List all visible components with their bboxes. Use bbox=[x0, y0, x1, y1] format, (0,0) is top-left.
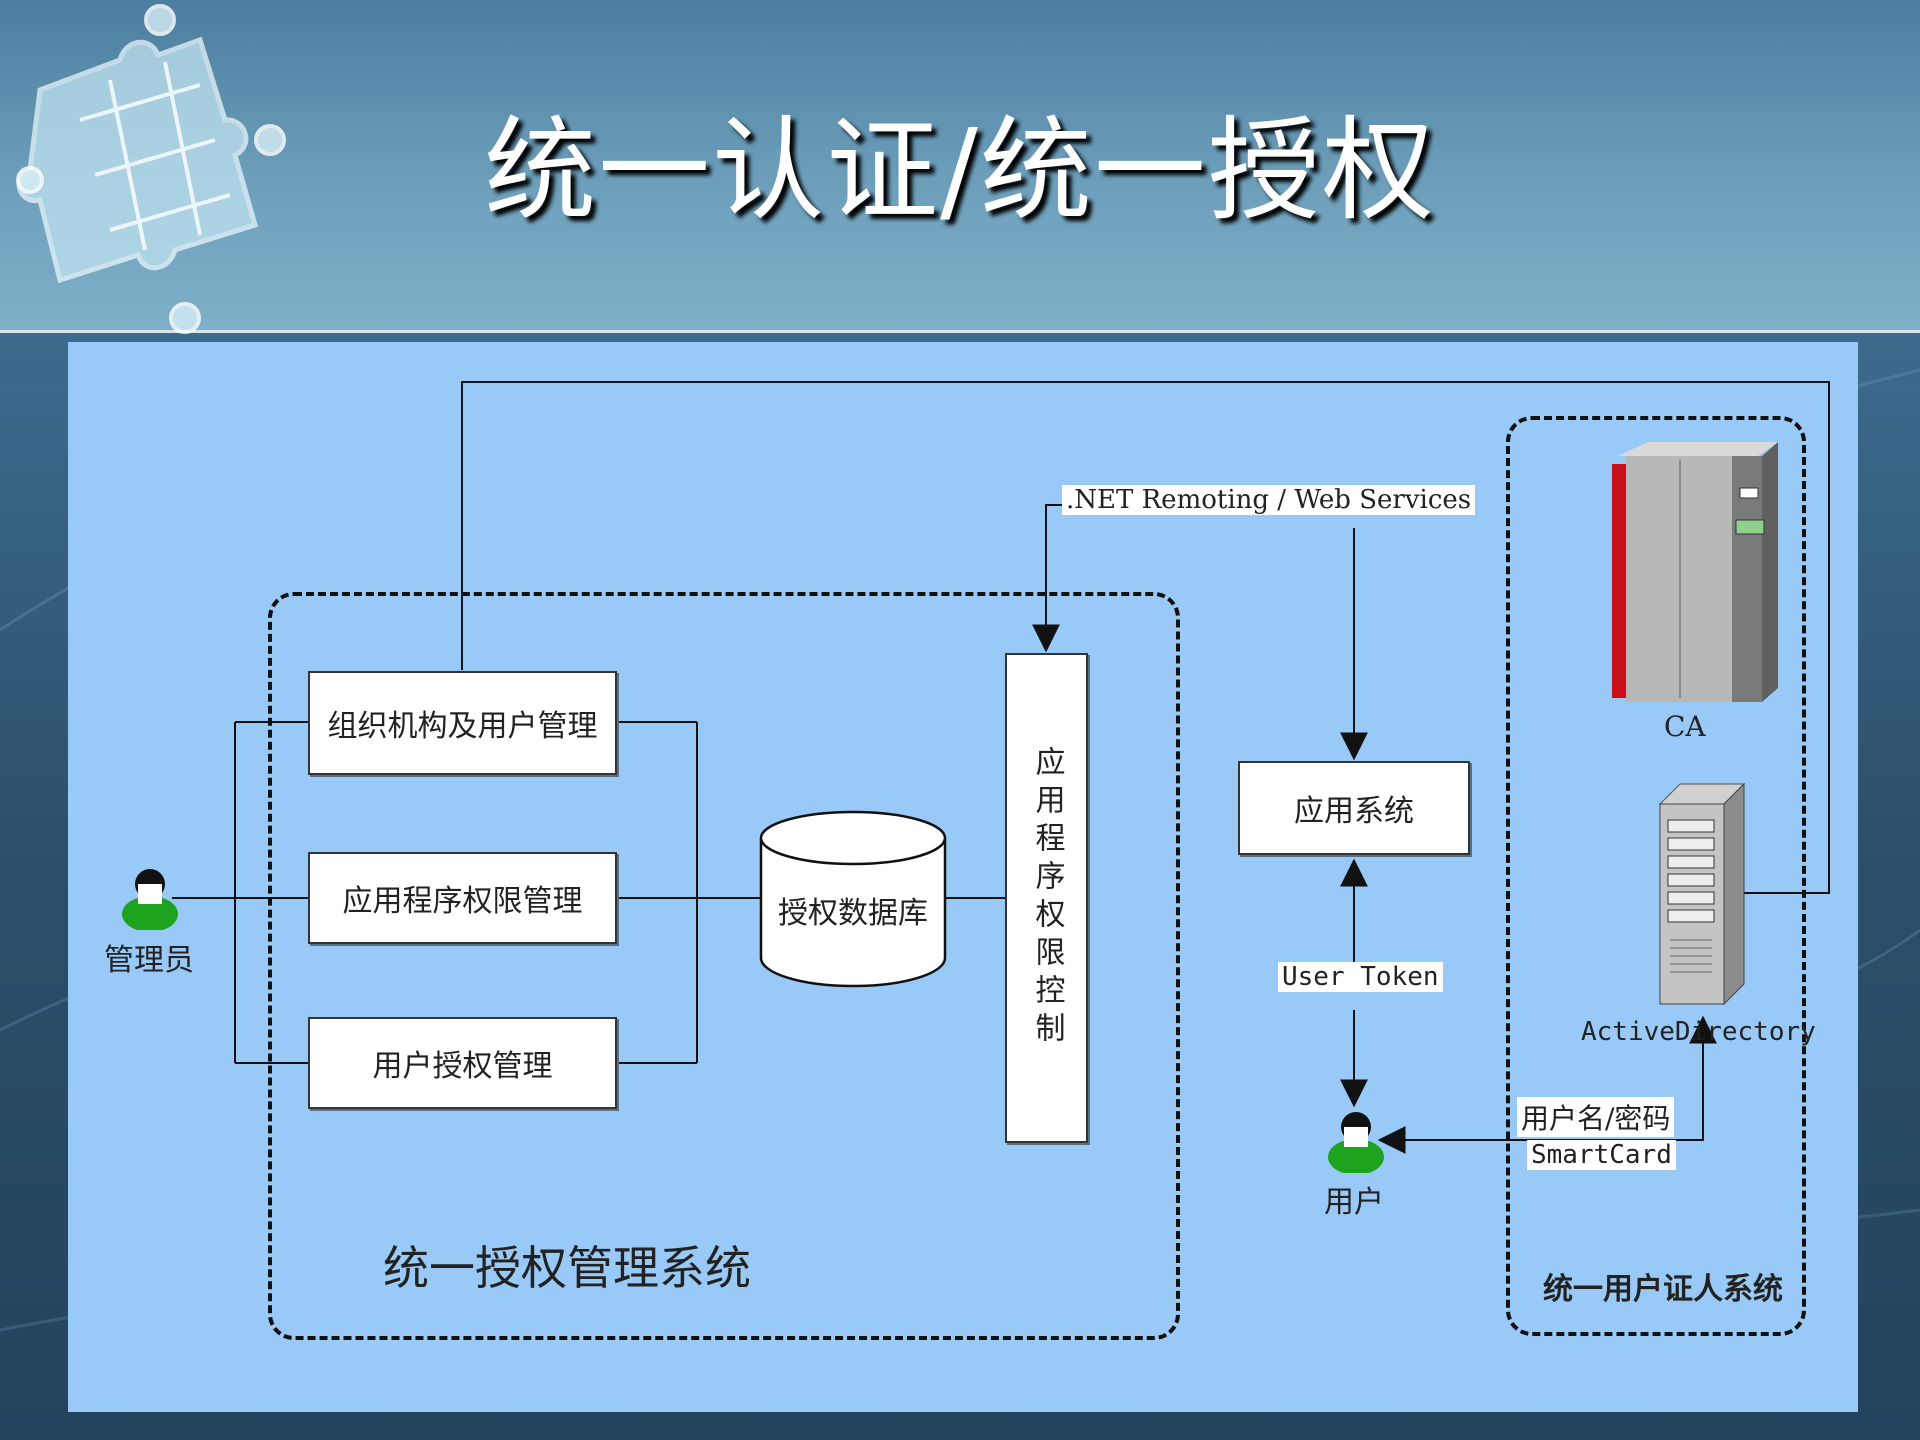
authorization-database-icon bbox=[759, 810, 947, 988]
admin-label: 管理员 bbox=[104, 943, 194, 978]
application-system-box: 应用系统 bbox=[1238, 761, 1470, 855]
authorization-database-label: 授权数据库 bbox=[778, 896, 928, 931]
header-band bbox=[0, 0, 1920, 333]
credentials-label-line2: SmartCard bbox=[1527, 1140, 1676, 1170]
slide-title: 统一认证/统一授权 bbox=[484, 106, 1436, 236]
puzzle-icon bbox=[16, 4, 286, 334]
credentials-label-line1: 用户名/密码 bbox=[1517, 1097, 1675, 1137]
app-permission-management-box: 应用程序权限管理 bbox=[308, 852, 617, 944]
app-access-control-box: 应用程序权限控制 bbox=[1005, 653, 1088, 1143]
ca-label: CA bbox=[1664, 710, 1706, 743]
authorization-system-boundary bbox=[268, 592, 1180, 1340]
authentication-system-boundary bbox=[1506, 416, 1806, 1336]
protocol-label: .NET Remoting / Web Services bbox=[1062, 485, 1476, 515]
user-label: 用户 bbox=[1324, 1185, 1384, 1220]
user-authorization-management-box: 用户授权管理 bbox=[308, 1017, 617, 1109]
ca-server-icon bbox=[1612, 442, 1778, 702]
active-directory-label: ActiveDirectory bbox=[1581, 1017, 1816, 1047]
user-person-icon bbox=[1328, 1112, 1384, 1173]
active-directory-server-icon bbox=[1658, 782, 1746, 1006]
authentication-system-label: 统一用户证人系统 bbox=[1543, 1272, 1783, 1307]
user-token-label: User Token bbox=[1278, 962, 1443, 992]
admin-person-icon bbox=[122, 869, 178, 930]
org-user-management-box: 组织机构及用户管理 bbox=[308, 671, 617, 775]
authorization-system-label: 统一授权管理系统 bbox=[383, 1241, 751, 1295]
